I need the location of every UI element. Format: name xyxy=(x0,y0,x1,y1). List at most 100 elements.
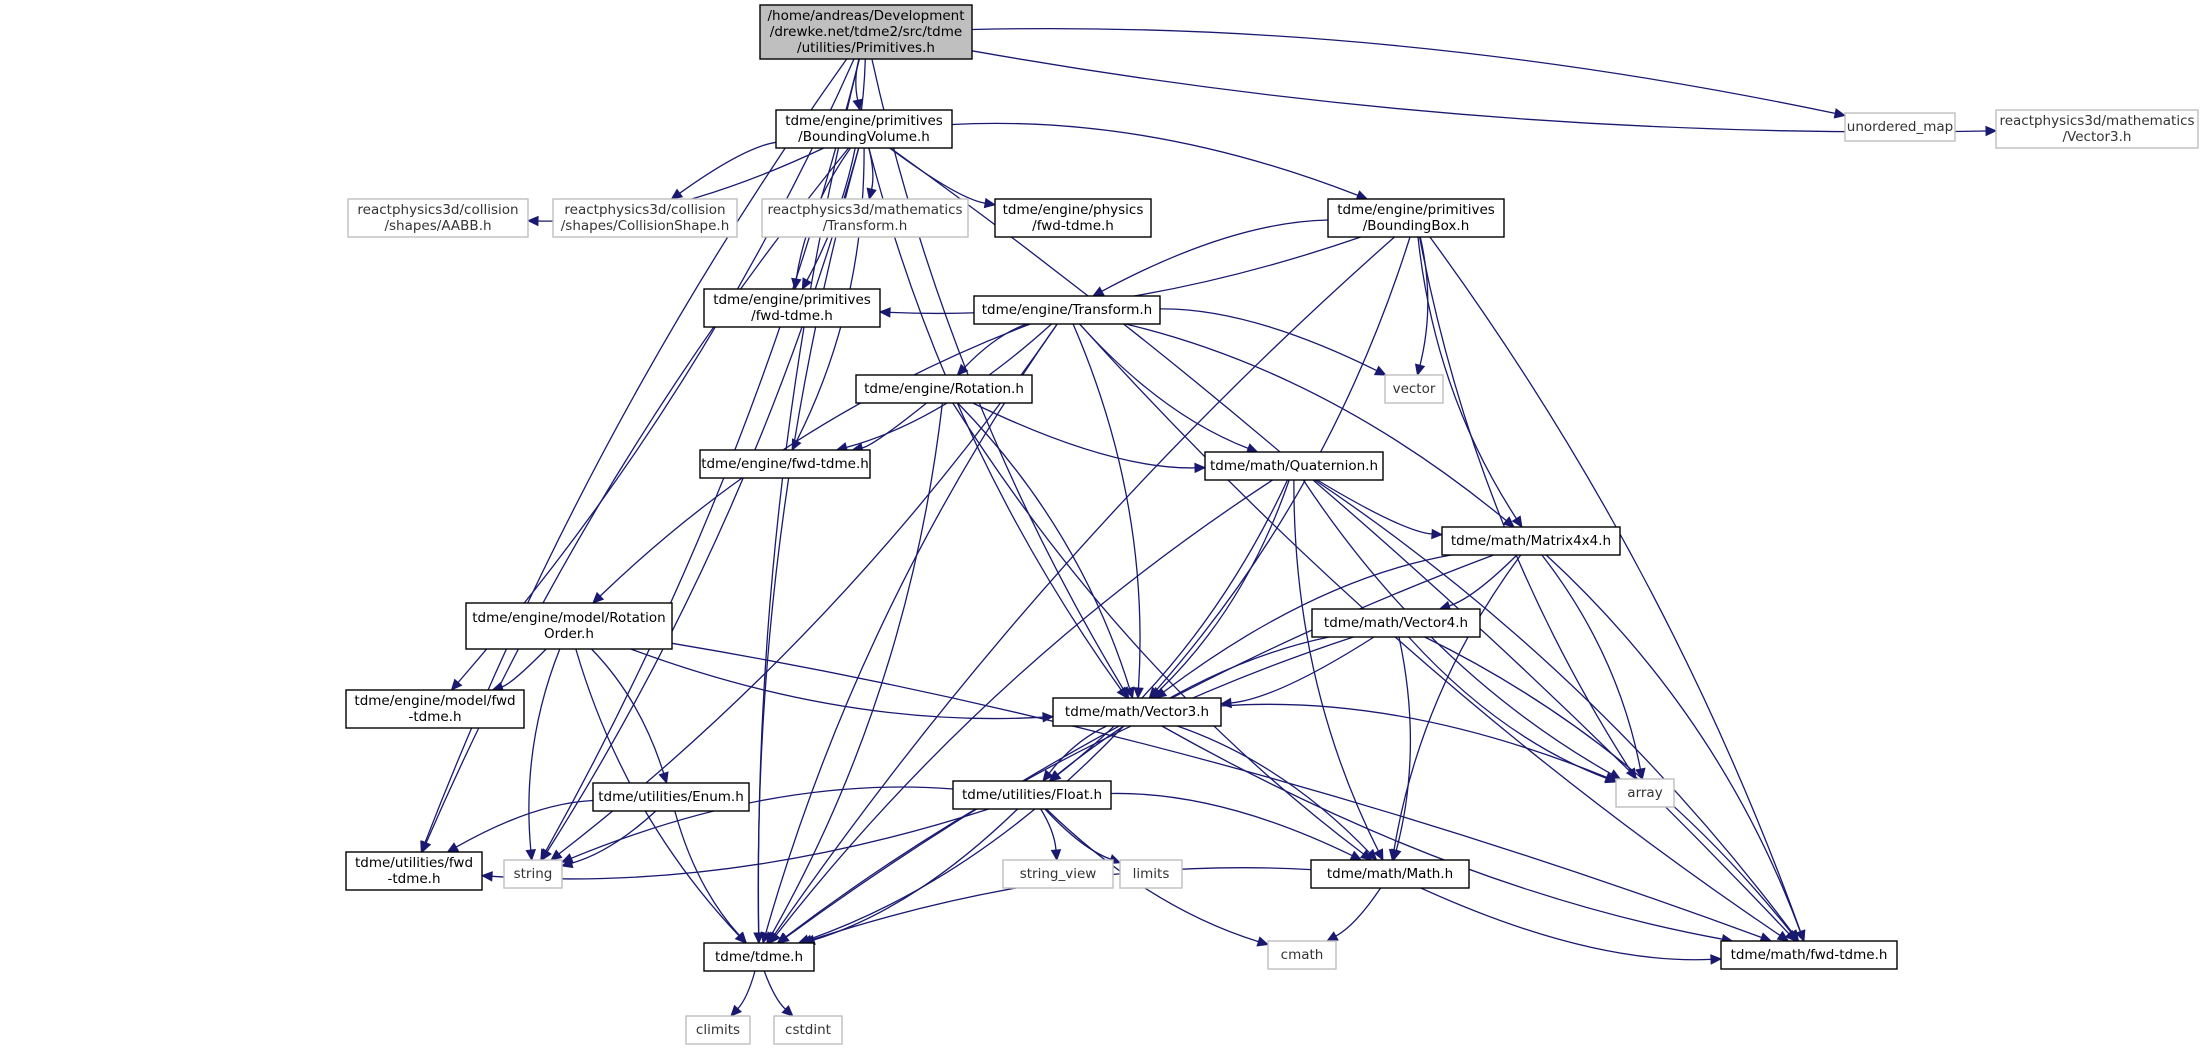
arrowhead-icon xyxy=(781,1004,794,1017)
node-utilities-fwd[interactable]: tdme/utilities/fwd-tdme.h xyxy=(345,851,483,891)
arrowhead-icon xyxy=(753,932,764,945)
node-physics-fwd[interactable]: tdme/engine/physics/fwd-tdme.h xyxy=(994,198,1152,238)
node-label: tdme/utilities/Enum.h xyxy=(598,789,744,805)
edge-matrix4x4-to-vector3 xyxy=(1154,554,1452,699)
arrowhead-icon xyxy=(592,591,605,604)
edge-line xyxy=(1045,808,1259,943)
node-box xyxy=(1267,940,1337,970)
node-box xyxy=(773,1015,843,1045)
node-label: tdme/math/Vector3.h xyxy=(1065,704,1209,720)
edge-enum-to-string xyxy=(560,810,657,869)
node-label: limits xyxy=(1133,866,1170,882)
edge-line xyxy=(671,642,1762,939)
edge-float-to-cmath xyxy=(1045,808,1270,947)
node-label: tdme/engine/Transform.h xyxy=(982,302,1152,318)
edge-line xyxy=(1072,323,1141,689)
node-label: -tdme.h xyxy=(387,871,440,887)
arrowhead-icon xyxy=(1365,848,1378,861)
node-vector3[interactable]: tdme/math/Vector3.h xyxy=(1052,697,1222,727)
edge-line xyxy=(971,50,1987,133)
node-box xyxy=(685,1015,751,1045)
node-box xyxy=(503,859,563,889)
edge-line xyxy=(1293,479,1379,852)
arrowhead-icon xyxy=(541,848,552,862)
edge-rotationorder-to-enum xyxy=(591,648,669,785)
edge-quaternion-to-tdme xyxy=(769,479,1273,944)
edge-line xyxy=(1040,808,1057,851)
edge-line xyxy=(1163,554,1452,693)
edge-line xyxy=(771,402,944,935)
arrowhead-icon xyxy=(1256,936,1270,947)
node-math[interactable]: tdme/math/Math.h xyxy=(1310,859,1470,889)
arrowhead-icon xyxy=(658,771,669,785)
node-label: /fwd-tdme.h xyxy=(1032,218,1114,234)
edge-line xyxy=(1429,236,1802,932)
node-limits: limits xyxy=(1119,859,1183,889)
edge-boundingbox-to-matrix4x4 xyxy=(1417,236,1523,529)
node-cstdint: cstdint xyxy=(773,1015,843,1045)
edge-line xyxy=(457,58,855,683)
arrowhead-icon xyxy=(526,215,539,227)
arrowhead-icon xyxy=(983,197,997,209)
node-tdme[interactable]: tdme/tdme.h xyxy=(703,942,815,972)
node-box xyxy=(1441,526,1621,556)
node-transform[interactable]: tdme/engine/Transform.h xyxy=(973,295,1161,325)
edge-line xyxy=(679,141,777,194)
node-box xyxy=(855,374,1033,404)
arrowhead-icon xyxy=(1604,772,1618,783)
edge-line xyxy=(972,402,1196,469)
edge-line xyxy=(1395,636,1412,851)
edge-line xyxy=(1314,479,1794,934)
node-box xyxy=(1720,940,1898,970)
node-rotation[interactable]: tdme/engine/Rotation.h xyxy=(855,374,1033,404)
arrowhead-icon xyxy=(670,188,684,200)
node-matrix4x4[interactable]: tdme/math/Matrix4x4.h xyxy=(1441,526,1621,556)
edge-vector3-to-math_fwd xyxy=(1161,725,1734,945)
arrowhead-icon xyxy=(446,842,460,853)
node-label: cmath xyxy=(1281,947,1324,963)
node-label: tdme/engine/model/Rotation xyxy=(472,610,666,626)
arrowhead-icon xyxy=(1373,848,1384,862)
arrowhead-icon xyxy=(1116,686,1128,699)
node-boundingbox[interactable]: tdme/engine/primitives/BoundingBox.h xyxy=(1327,198,1505,238)
node-label: /Transform.h xyxy=(823,218,908,234)
node-box xyxy=(1119,859,1183,889)
node-vector4[interactable]: tdme/math/Vector4.h xyxy=(1311,608,1481,638)
edge-line xyxy=(785,636,1354,938)
edge-matrix4x4-to-vector4 xyxy=(1438,554,1518,611)
edge-line xyxy=(963,323,1028,369)
node-vector: vector xyxy=(1384,374,1444,404)
dependency-nodes: /home/andreas/Development/drewke.net/tdm… xyxy=(345,4,2199,1045)
node-label: tdme/engine/fwd-tdme.h xyxy=(701,456,869,472)
node-enum[interactable]: tdme/utilities/Enum.h xyxy=(592,782,750,812)
node-primitives[interactable]: /home/andreas/Development/drewke.net/tdm… xyxy=(759,4,973,60)
edge-transform-to-rotationorder xyxy=(592,323,1031,604)
node-engine-fwd[interactable]: tdme/engine/fwd-tdme.h xyxy=(699,449,871,479)
node-box xyxy=(1310,859,1470,889)
edge-line xyxy=(1125,323,1507,522)
node-label: unordered_map xyxy=(1847,119,1953,135)
edge-line xyxy=(1316,479,1433,535)
node-label: reactphysics3d/mathematics xyxy=(767,202,962,218)
edge-line xyxy=(1408,636,1607,780)
node-primitives-fwd[interactable]: tdme/engine/primitives/fwd-tdme.h xyxy=(703,288,881,328)
edge-line xyxy=(546,147,860,852)
node-box xyxy=(952,780,1112,810)
node-float[interactable]: tdme/utilities/Float.h xyxy=(952,780,1112,810)
node-label: tdme/math/Matrix4x4.h xyxy=(1451,533,1611,549)
edge-line xyxy=(630,648,1044,720)
node-cmath: cmath xyxy=(1267,940,1337,970)
node-label: reactphysics3d/mathematics xyxy=(1999,113,2194,129)
node-quaternion[interactable]: tdme/math/Quaternion.h xyxy=(1204,451,1384,481)
node-box xyxy=(759,4,973,60)
node-box xyxy=(973,295,1161,325)
node-boundingvolume[interactable]: tdme/engine/primitives/BoundingVolume.h xyxy=(775,109,953,149)
edge-math-to-math_fwd xyxy=(1420,887,1723,965)
node-rp3d-aabb: reactphysics3d/collision/shapes/AABB.h xyxy=(347,198,529,238)
node-model-fwd[interactable]: tdme/engine/model/fwd-tdme.h xyxy=(345,689,525,729)
node-label: /utilities/Primitives.h xyxy=(797,40,935,56)
node-math-fwd[interactable]: tdme/math/fwd-tdme.h xyxy=(1720,940,1898,970)
arrowhead-icon xyxy=(1349,850,1363,861)
node-label: /home/andreas/Development xyxy=(767,8,964,24)
